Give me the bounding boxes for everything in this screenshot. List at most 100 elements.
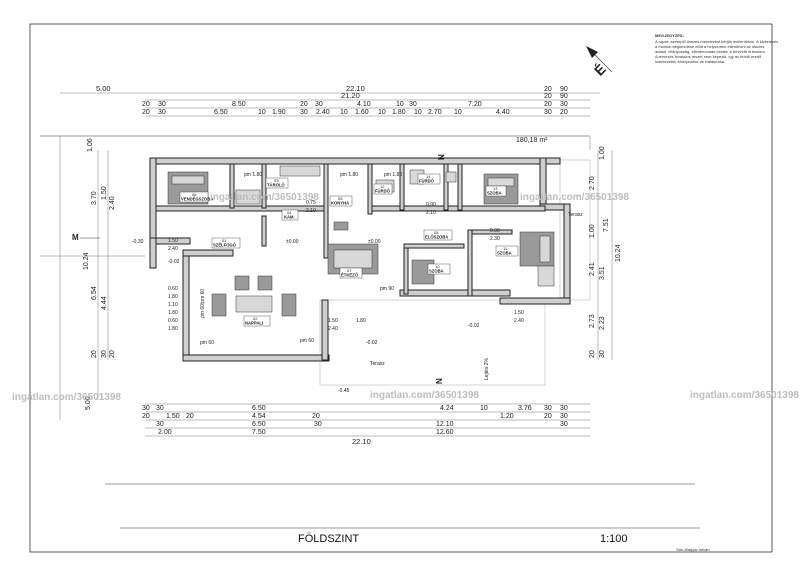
dim-left-4: 10.24 [83, 252, 90, 270]
dim-top-row4-12: 2.70 [428, 109, 442, 116]
pm-60-left: pm 60/pm 60 [200, 289, 206, 318]
watermark-1: ingatlan.com/36501398 [210, 192, 319, 203]
dim-left-9: 20 [109, 350, 116, 358]
dim-top-row4-0: 20 [142, 109, 150, 116]
room-07-num: 07 [347, 268, 352, 273]
dim-top-row3-3: 20 [300, 101, 308, 108]
room-10: 10 SZOBA [427, 263, 451, 275]
dim-top-row3-7: 30 [409, 101, 417, 108]
dim-bot-r2-4: 20 [312, 413, 320, 420]
room-14-name: FÜRDŐ [419, 179, 435, 184]
room-12-num: 12 [380, 184, 385, 189]
dim-bot-r2-3: 4.54 [252, 413, 266, 420]
room-14-num: 14 [426, 174, 431, 179]
dim-bot-r3-1: 6.50 [252, 421, 266, 428]
dim-left-6: 4.44 [101, 296, 108, 310]
room-07: 07 ÉTKEZŐ [339, 267, 363, 279]
drawing-author: Sán-Magyar István [676, 547, 710, 552]
dim-bot-r1-3: 4.24 [440, 405, 454, 412]
dim-bot-r1-5: 3.76 [518, 405, 532, 412]
bottom-dimensions: 30 30 6.50 4.24 10 3.76 30 30 20 1.50 20… [142, 403, 590, 446]
dim-top-row4-14: 4.40 [496, 109, 510, 116]
dim-top-row3-8: 7.20 [468, 101, 482, 108]
terrace-label-a: Terasz [370, 361, 385, 367]
dim-bot-r1-4: 10 [480, 405, 488, 412]
room-04: 04 KAM. [281, 209, 299, 221]
dim-top-row4-16: 20 [560, 109, 568, 116]
dim-right-2: 1.00 [589, 224, 596, 238]
d-150: 1.50 [328, 318, 338, 324]
dim-top-row3-5: 4.10 [357, 101, 371, 108]
section-cut-m: M [72, 233, 79, 242]
dim-left-1: 3.70 [91, 191, 98, 205]
d-210: 2.10 [306, 208, 316, 214]
room-13-num: 13 [493, 186, 498, 191]
furniture [167, 165, 555, 317]
right-dimensions: 1.00 2.70 1.00 7.51 10.24 2.41 3.51 2.73… [589, 146, 622, 360]
dim-left-3: 2.40 [109, 196, 116, 210]
room-02-name: NAPPALI [245, 321, 263, 326]
win-180c: 1.80 [168, 326, 178, 332]
room-01-num: 01 [222, 238, 227, 243]
room-08-num: 08 [434, 230, 439, 235]
room-05: 05 KONYHA [329, 195, 353, 207]
dim-right-3: 7.51 [603, 218, 610, 232]
dim-bot-r3-0: 30 [156, 421, 164, 428]
dim-top-500: 5.00 [96, 84, 111, 93]
dim-bot-r3-4: 30 [560, 421, 568, 428]
pm-90: pm 90 [380, 286, 394, 292]
dim-right-8: 2.23 [599, 316, 606, 330]
room-11: 11 SZOBA [495, 245, 519, 257]
level-m002c: -0.02 [168, 259, 180, 265]
dim-right-7: 2.73 [589, 314, 596, 328]
d-150b: 1.50 [514, 310, 524, 316]
room-12-name: FÜRDŐ [375, 189, 391, 194]
d-090: 0.90 [426, 202, 436, 208]
level-m002: -0.02 [468, 323, 480, 329]
general-note: MEGJEGYZÉS: A rajzon szereplő összes mér… [655, 33, 778, 64]
dim-bot-r1-0: 30 [142, 405, 150, 412]
stove-icon [537, 265, 555, 287]
dim-top-row4-10: 1.80 [392, 109, 406, 116]
pm-180-b: pm 1.80 [340, 172, 358, 178]
room-10-num: 10 [435, 264, 440, 269]
d-075: 0.75 [306, 200, 316, 206]
room-07-name: ÉTKEZŐ [341, 273, 359, 278]
pm-180-c: pm 1.80 [384, 172, 402, 178]
room-03-num: 03 [274, 178, 279, 183]
level-m002b: -0.02 [366, 340, 378, 346]
dim-right-5: 2.41 [589, 262, 596, 276]
room-04-num: 04 [287, 210, 292, 215]
kitchen-counter-icon [279, 165, 321, 177]
d-240-left: 2.40 [168, 246, 178, 252]
dim-left-5: 6.54 [91, 286, 98, 300]
pm-60-b: pm 60 [300, 338, 314, 344]
watermark-5: ingatlan.com/36501398 [690, 390, 799, 401]
drawing-scale: 1:100 [600, 533, 628, 545]
room-06: 06 VENDÉGSZOBA [179, 191, 213, 203]
room-02-num: 02 [253, 316, 258, 321]
dim-right-6: 3.51 [599, 266, 606, 280]
armchair-icon [234, 275, 250, 291]
room-02: 02 NAPPALI [243, 315, 271, 327]
room-13: 13 SZOBA [485, 185, 507, 197]
dim-right-4: 10.24 [615, 244, 622, 262]
level-m030: -0.30 [132, 239, 144, 245]
dim-top-r1b: 90 [560, 86, 568, 93]
dim-bot-r1-2: 6.50 [252, 405, 266, 412]
room-11-num: 11 [503, 246, 508, 251]
level-0b: ±0.00 [368, 239, 381, 245]
d-150-left: 1.50 [168, 238, 178, 244]
dim-right-1: 2.70 [589, 176, 596, 190]
note-line-5: szerkezetek elhelyezése és kialakítása. [655, 59, 725, 64]
dim-top-row4-9: 10 [378, 109, 386, 116]
room-05-name: KONYHA [331, 201, 349, 206]
dim-right-0: 1.00 [599, 146, 606, 160]
level-0: ±0.00 [286, 239, 299, 245]
room-labels: 06 VENDÉGSZOBA 03 TÁROLÓ 04 KAM. 05 KONY… [179, 173, 519, 327]
room-06-name: VENDÉGSZOBA [181, 197, 213, 202]
title-block: FÖLDSZINT 1:100 Sán-Magyar István [120, 527, 710, 552]
pm-180-a: pm 1.80 [244, 172, 262, 178]
note-title: MEGJEGYZÉS: [655, 33, 684, 38]
